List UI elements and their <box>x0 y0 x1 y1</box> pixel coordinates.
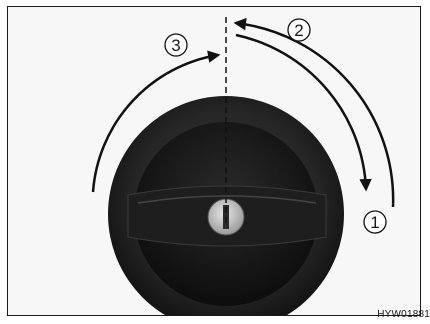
step-number: 3 <box>171 36 180 55</box>
step-marker-2: 2 <box>288 19 310 41</box>
step-number: 1 <box>370 213 379 232</box>
step-marker-3: 3 <box>165 34 187 56</box>
image-code: HYW01881 <box>377 309 430 320</box>
step-number: 2 <box>294 21 303 40</box>
door-lock-diagram: 1 2 3 <box>8 7 421 316</box>
step-marker-1: 1 <box>364 211 386 233</box>
figure-frame: 1 2 3 <box>7 6 421 316</box>
